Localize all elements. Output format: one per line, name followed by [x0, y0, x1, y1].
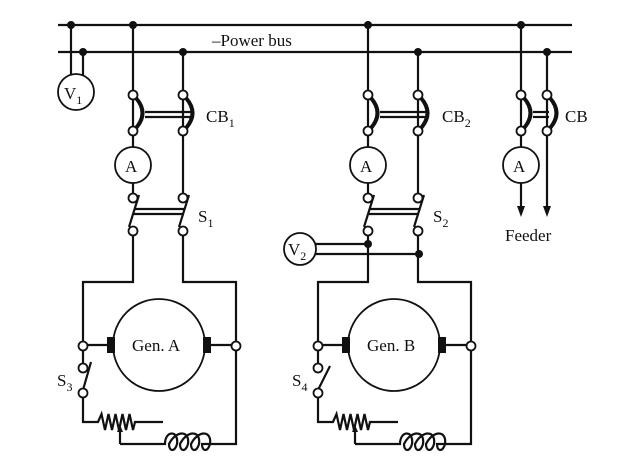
- switch-blade: [412, 194, 426, 228]
- terminal: [177, 125, 189, 137]
- ammeter-feeder-label: A: [513, 157, 526, 176]
- gen-b-label: Gen. B: [367, 336, 415, 355]
- s2-label: S2: [433, 207, 448, 230]
- brush: [107, 337, 115, 353]
- rheostat-icon: [81, 397, 163, 431]
- terminal: [362, 89, 374, 101]
- generator-a-branch: [77, 21, 242, 452]
- terminal: [127, 89, 139, 101]
- feeder-branch: [502, 21, 559, 217]
- terminal: [412, 225, 424, 237]
- terminal: [362, 125, 374, 137]
- gen-a-label: Gen. A: [132, 336, 181, 355]
- breaker-arc: [134, 96, 145, 130]
- s3-label: S3: [57, 371, 72, 394]
- breaker-arc: [369, 96, 380, 130]
- terminal: [312, 340, 324, 352]
- terminal: [77, 362, 89, 374]
- ammeter-a-label: A: [125, 157, 138, 176]
- s1-label: S1: [198, 207, 213, 230]
- terminal: [127, 225, 139, 237]
- terminal: [312, 387, 324, 399]
- terminal: [77, 340, 89, 352]
- field-coil-icon: [355, 350, 473, 452]
- brush: [203, 337, 211, 353]
- switch-blade: [127, 194, 141, 228]
- switch-blade: [177, 194, 191, 228]
- ammeter-b-label: A: [360, 157, 373, 176]
- terminal: [177, 89, 189, 101]
- terminal: [362, 225, 374, 237]
- arrow-down-icon: [517, 206, 525, 217]
- terminal: [515, 125, 527, 137]
- terminal: [412, 89, 424, 101]
- terminal: [515, 89, 527, 101]
- power-bus: [58, 23, 572, 54]
- terminal: [177, 225, 189, 237]
- terminal: [412, 125, 424, 137]
- arrow-icon: [352, 425, 358, 432]
- field-coil-icon: [120, 350, 238, 452]
- terminal: [77, 387, 89, 399]
- terminal: [541, 89, 553, 101]
- v1-label: V1: [64, 84, 82, 107]
- cb-feeder-label: CB: [565, 107, 588, 126]
- arrow-down-icon: [543, 206, 551, 217]
- voltmeter-v1: V1: [57, 21, 95, 111]
- terminal: [312, 362, 324, 374]
- v2-label: V2: [288, 240, 306, 263]
- rheostat-icon: [316, 397, 398, 431]
- brush: [342, 337, 350, 353]
- field-switch-blade: [81, 361, 93, 391]
- switch-blade: [362, 194, 376, 228]
- cb1-label: CB1: [206, 107, 235, 130]
- cb2-label: CB2: [442, 107, 471, 130]
- brush: [438, 337, 446, 353]
- feeder-label: Feeder: [505, 226, 552, 245]
- breaker-arc: [522, 96, 533, 130]
- terminal: [230, 340, 242, 352]
- breaker-arc: [548, 96, 559, 130]
- power-bus-label: –Power bus: [211, 31, 292, 50]
- s4-label: S4: [292, 371, 307, 394]
- terminal: [465, 340, 477, 352]
- terminal: [541, 125, 553, 137]
- voltmeter-v2: V2: [283, 232, 423, 266]
- arrow-icon: [117, 425, 123, 432]
- terminal: [127, 125, 139, 137]
- field-switch-blade: [317, 365, 331, 391]
- generator-b-branch: [312, 21, 477, 452]
